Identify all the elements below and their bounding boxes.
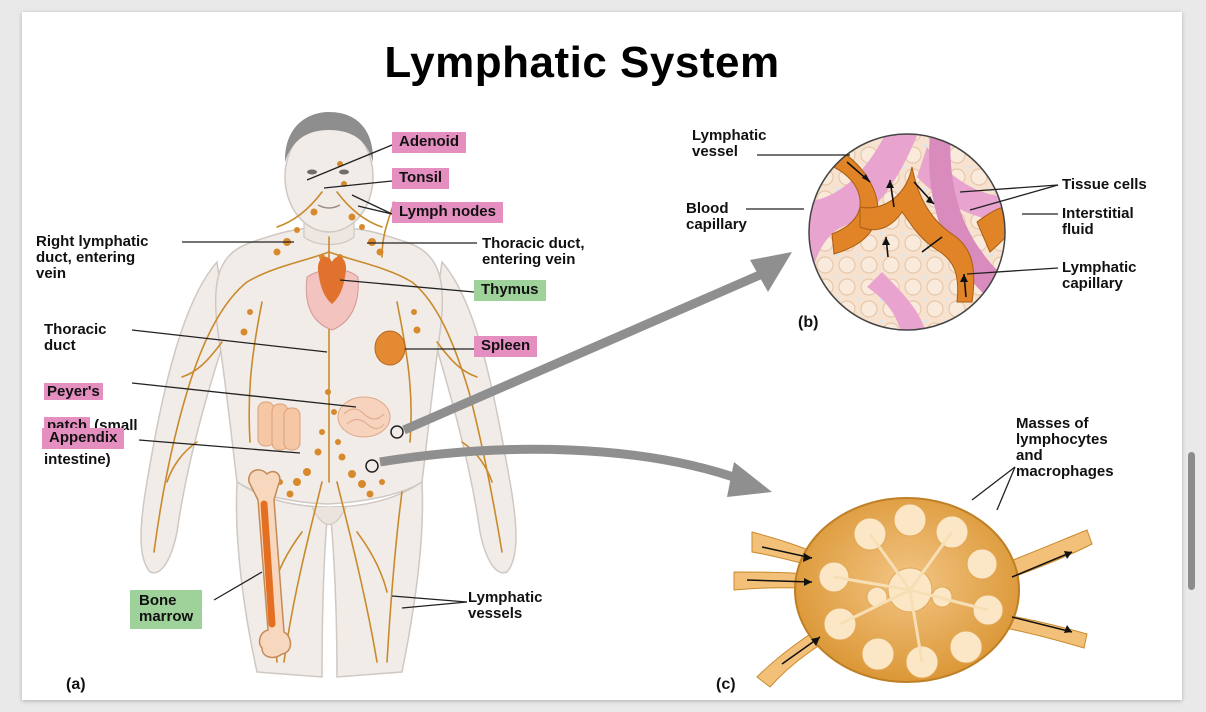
panel-b-tag: (b): [798, 314, 819, 331]
label-peyers-line3: intestine): [44, 451, 111, 468]
label-lymphatic-vessel: Lymphatic vessel: [692, 127, 767, 160]
label-tonsil: Tonsil: [392, 168, 450, 189]
human-body-figure: [140, 112, 517, 678]
location-circle-c: [365, 459, 379, 473]
location-circle-b: [390, 425, 404, 439]
arrow-to-panel-c: [379, 444, 772, 497]
arrow-to-panel-b: [402, 252, 792, 435]
panel-a-tag: (a): [66, 676, 86, 693]
leader-lines-a: [131, 144, 477, 609]
label-lymphatic-capillary: Lymphatic capillary: [1062, 259, 1137, 292]
femur-bone: [248, 469, 292, 659]
label-blood-capillary: Blood capillary: [686, 200, 747, 233]
lymph-node-cross-section: [733, 497, 1093, 688]
scrollbar-thumb[interactable]: [1188, 452, 1195, 590]
label-tissue-cells: Tissue cells: [1062, 176, 1147, 193]
label-lymph-nodes: Lymph nodes: [392, 202, 503, 223]
label-spleen: Spleen: [474, 336, 538, 357]
lymph-vessel-network: [153, 191, 503, 663]
label-right-lymphatic-duct: Right lymphatic duct, entering vein: [36, 233, 149, 282]
diagram-art: [131, 112, 1093, 688]
slide: Lymphatic System: [22, 12, 1182, 700]
colon-organ: [257, 401, 301, 451]
panel-c-tag: (c): [716, 676, 736, 693]
label-adenoid: Adenoid: [392, 132, 466, 153]
label-peyers-patch: Peyer's patch (small intestine): [44, 366, 138, 468]
tissue-circle: [808, 133, 1006, 331]
leader-lines-b: [746, 154, 1059, 275]
scrollbar-track[interactable]: [1188, 0, 1206, 712]
label-thoracic-duct-entering-vein: Thoracic duct, entering vein: [482, 235, 585, 268]
label-masses-of-lymphocytes: Masses of lymphocytes and macrophages: [1016, 415, 1114, 480]
label-lymphatic-vessels: Lymphatic vessels: [468, 589, 543, 622]
label-interstitial-fluid: Interstitial fluid: [1062, 205, 1134, 238]
label-thoracic-duct: Thoracic duct: [44, 321, 107, 354]
label-peyers-line1: Peyer's: [44, 383, 103, 400]
small-intestine-organ: [337, 396, 391, 438]
label-appendix: Appendix: [42, 428, 125, 449]
label-thymus: Thymus: [474, 280, 546, 301]
page-title: Lymphatic System: [384, 38, 780, 87]
label-bone-marrow: Bone marrow: [130, 590, 203, 629]
spleen-organ: [374, 330, 406, 366]
thymus-heart-organ: [305, 256, 359, 331]
leader-lines-c: [971, 466, 1016, 511]
